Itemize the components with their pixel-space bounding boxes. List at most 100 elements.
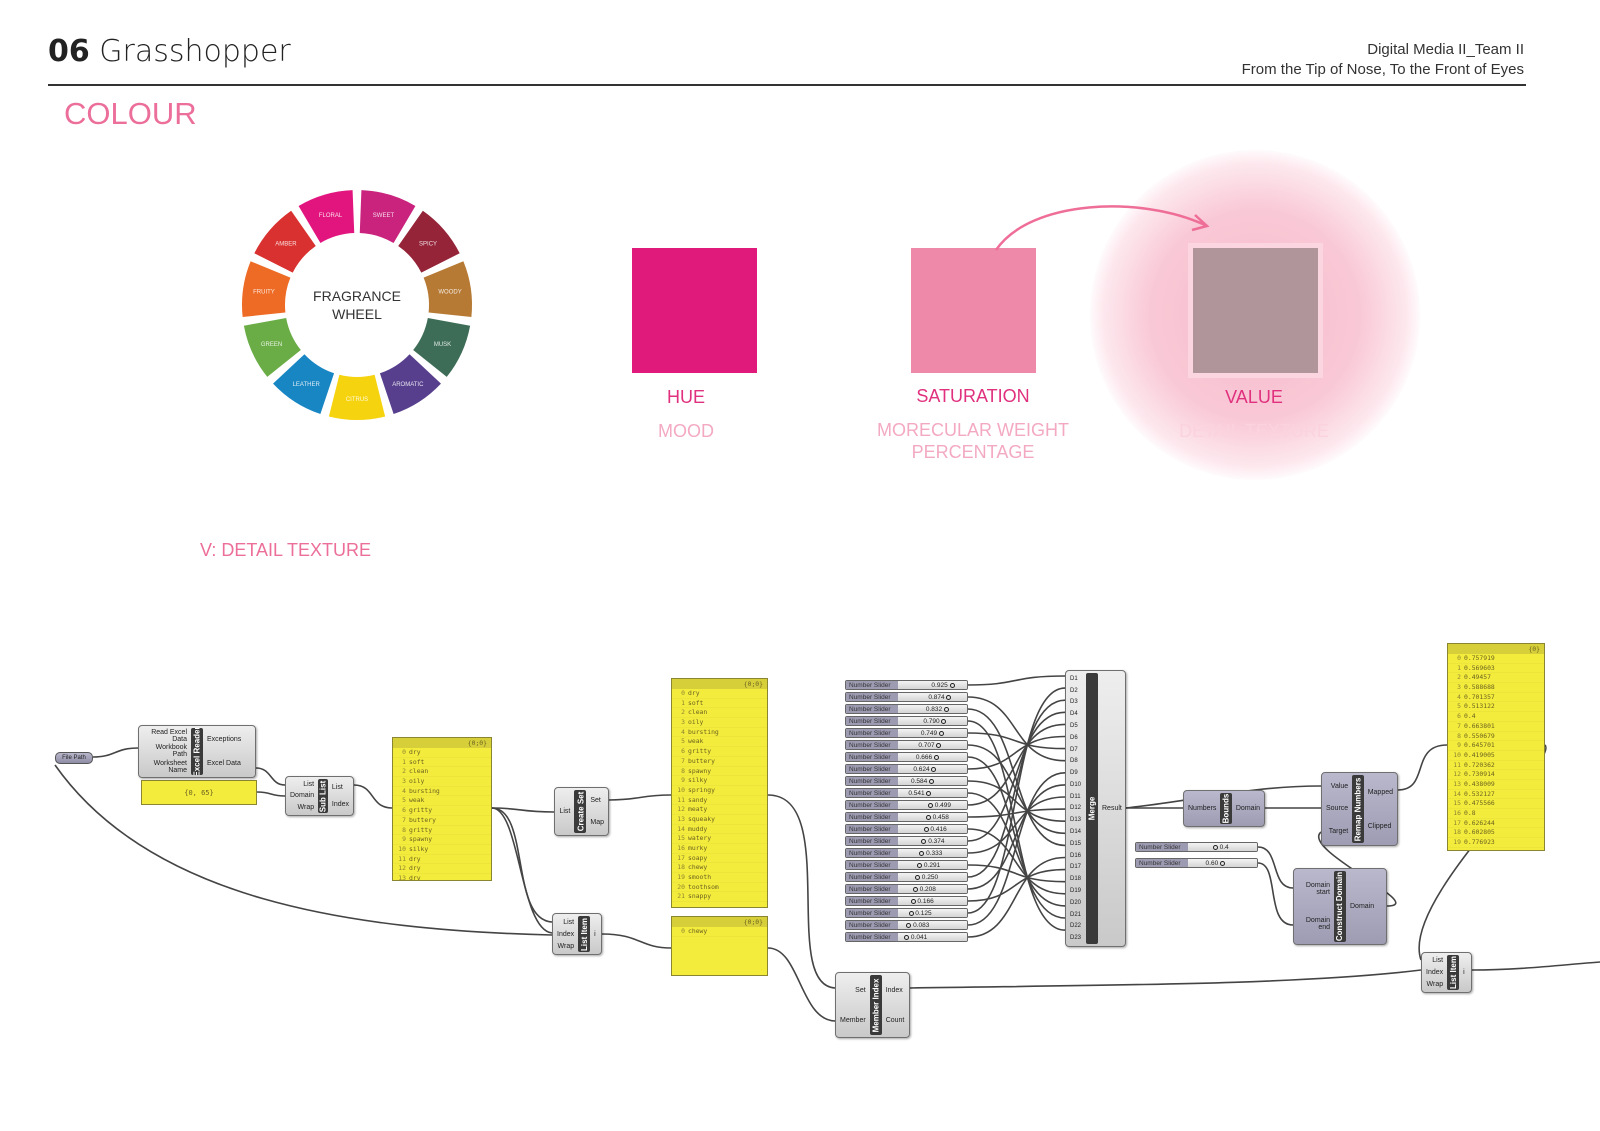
slider-grip-icon[interactable] bbox=[938, 730, 944, 736]
input-port[interactable]: Wrap bbox=[297, 803, 315, 811]
slider-value[interactable]: 0.416 bbox=[923, 825, 947, 833]
slider-track[interactable]: 0.60 bbox=[1188, 859, 1257, 867]
slider-track[interactable]: 0.749 bbox=[898, 729, 967, 737]
output-port[interactable]: Exceptions bbox=[207, 736, 242, 744]
input-port[interactable]: Domain start bbox=[1305, 881, 1330, 896]
slider-track[interactable]: 0.166 bbox=[898, 897, 967, 905]
input-port[interactable]: List bbox=[559, 808, 571, 815]
slider-value[interactable]: 0.083 bbox=[906, 921, 929, 929]
input-port[interactable]: D13 bbox=[1070, 817, 1082, 824]
input-port[interactable]: D23 bbox=[1070, 935, 1082, 942]
input-port[interactable]: D6 bbox=[1070, 734, 1078, 741]
slider-grip-icon[interactable] bbox=[936, 742, 942, 748]
number-slider[interactable]: Number Slider 0.374 bbox=[845, 836, 968, 846]
number-slider[interactable]: Number Slider 0.333 bbox=[845, 848, 968, 858]
slider-value[interactable]: 0.125 bbox=[908, 909, 932, 917]
number-slider[interactable]: Number Slider 0.250 bbox=[845, 872, 968, 882]
slider-value[interactable]: 0.874 bbox=[928, 693, 952, 701]
slider-track[interactable]: 0.499 bbox=[898, 801, 967, 809]
input-port[interactable]: D4 bbox=[1070, 711, 1078, 718]
slider-grip-icon[interactable] bbox=[946, 694, 952, 700]
slider-value[interactable]: 0.4 bbox=[1212, 843, 1229, 851]
slider-track[interactable]: 0.250 bbox=[898, 873, 967, 881]
slider-value[interactable]: 0.925 bbox=[931, 681, 955, 689]
number-slider[interactable]: Number Slider 0.208 bbox=[845, 884, 968, 894]
slider-value[interactable]: 0.624 bbox=[913, 765, 937, 773]
input-port[interactable]: Target bbox=[1328, 828, 1349, 836]
output-port[interactable]: i bbox=[594, 930, 596, 938]
number-slider[interactable]: Number Slider 0.041 bbox=[845, 932, 968, 942]
slider-grip-icon[interactable] bbox=[929, 778, 935, 784]
input-port[interactable]: D2 bbox=[1070, 687, 1078, 694]
output-port[interactable]: Excel Data bbox=[207, 759, 241, 767]
input-port[interactable]: D11 bbox=[1070, 793, 1081, 800]
slider-track[interactable]: 0.208 bbox=[898, 885, 967, 893]
number-slider[interactable]: Number Slider 0.291 bbox=[845, 860, 968, 870]
number-slider[interactable]: Number Slider 0.083 bbox=[845, 920, 968, 930]
input-port[interactable]: List bbox=[1432, 957, 1444, 965]
slider-grip-icon[interactable] bbox=[917, 862, 923, 868]
input-port[interactable]: D3 bbox=[1070, 699, 1078, 706]
slider-grip-icon[interactable] bbox=[910, 898, 916, 904]
slider-grip-icon[interactable] bbox=[908, 910, 914, 916]
slider-value[interactable]: 0.041 bbox=[904, 933, 927, 941]
slider-value[interactable]: 0.749 bbox=[921, 729, 944, 737]
input-port[interactable]: Member bbox=[840, 1016, 866, 1024]
slider-track[interactable]: 0.416 bbox=[898, 825, 967, 833]
slider-value[interactable]: 0.541 bbox=[908, 789, 932, 797]
input-port[interactable]: D1 bbox=[1070, 675, 1078, 682]
input-port[interactable]: D8 bbox=[1070, 758, 1078, 765]
slider-track[interactable]: 0.925 bbox=[898, 681, 967, 689]
slider-grip-icon[interactable] bbox=[926, 790, 932, 796]
slider-value[interactable]: 0.374 bbox=[921, 837, 945, 845]
slider-grip-icon[interactable] bbox=[927, 802, 933, 808]
slider-track[interactable]: 0.584 bbox=[898, 777, 967, 785]
slider-grip-icon[interactable] bbox=[919, 850, 925, 856]
number-slider[interactable]: Number Slider 0.4 bbox=[1135, 842, 1258, 852]
slider-grip-icon[interactable] bbox=[949, 682, 955, 688]
slider-grip-icon[interactable] bbox=[912, 886, 918, 892]
input-port[interactable]: Read Excel Data bbox=[151, 728, 187, 743]
input-port[interactable]: D14 bbox=[1070, 829, 1082, 836]
slider-grip-icon[interactable] bbox=[921, 838, 927, 844]
input-port[interactable]: D9 bbox=[1070, 770, 1078, 777]
slider-track[interactable]: 0.707 bbox=[898, 741, 967, 749]
input-port[interactable]: D5 bbox=[1070, 723, 1078, 730]
slider-track[interactable]: 0.790 bbox=[898, 717, 967, 725]
output-port[interactable]: Set bbox=[590, 797, 601, 805]
number-slider[interactable]: Number Slider 0.499 bbox=[845, 800, 968, 810]
file-path-param[interactable]: File Path bbox=[55, 752, 93, 764]
input-port[interactable]: D16 bbox=[1070, 852, 1082, 859]
input-port[interactable]: D20 bbox=[1070, 899, 1082, 906]
input-port[interactable]: Domain bbox=[290, 792, 315, 800]
slider-track[interactable]: 0.874 bbox=[898, 693, 967, 701]
slider-grip-icon[interactable] bbox=[906, 922, 912, 928]
slider-value[interactable]: 0.208 bbox=[912, 885, 936, 893]
slider-track[interactable]: 0.624 bbox=[898, 765, 967, 773]
input-port[interactable]: D15 bbox=[1070, 840, 1082, 847]
slider-track[interactable]: 0.125 bbox=[898, 909, 967, 917]
slider-value[interactable]: 0.60 bbox=[1206, 859, 1225, 867]
slider-grip-icon[interactable] bbox=[904, 934, 910, 940]
slider-grip-icon[interactable] bbox=[923, 826, 929, 832]
slider-value[interactable]: 0.832 bbox=[926, 705, 949, 713]
input-port[interactable]: List bbox=[303, 781, 315, 789]
